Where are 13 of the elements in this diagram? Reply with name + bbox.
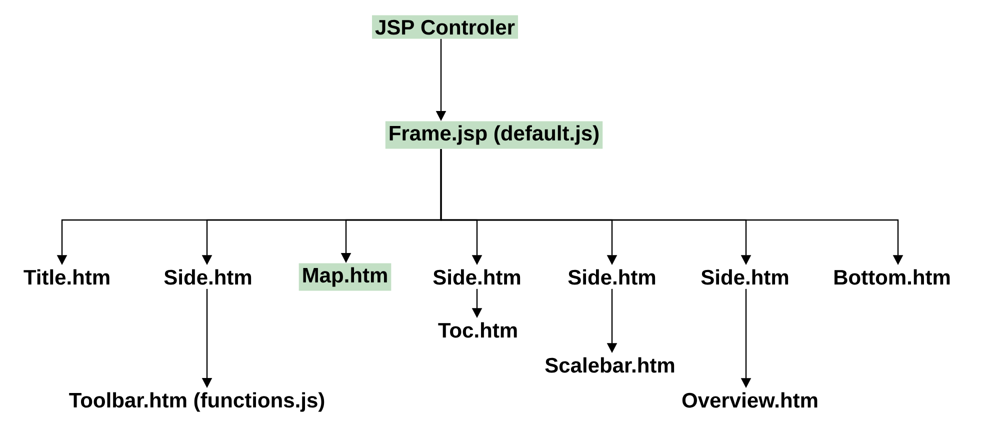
file-label: Overview.htm [682,392,818,408]
file-label: Side.htm [164,269,252,285]
file-label: Title.htm [24,269,110,285]
highlighted-label: JSP Controler [372,15,518,39]
file-label: Bottom.htm [834,269,950,285]
file-label: Toolbar.htm (functions.js) [69,392,324,412]
file-label: Toc.htm [438,322,517,338]
file-label: Side.htm [568,269,656,285]
file-label: Scalebar.htm [545,357,674,373]
highlighted-label: Map.htm [298,263,392,291]
file-label: Side.htm [701,269,788,285]
highlighted-label: Frame.jsp (default.js) [385,121,603,149]
file-label: Side.htm [433,269,520,285]
